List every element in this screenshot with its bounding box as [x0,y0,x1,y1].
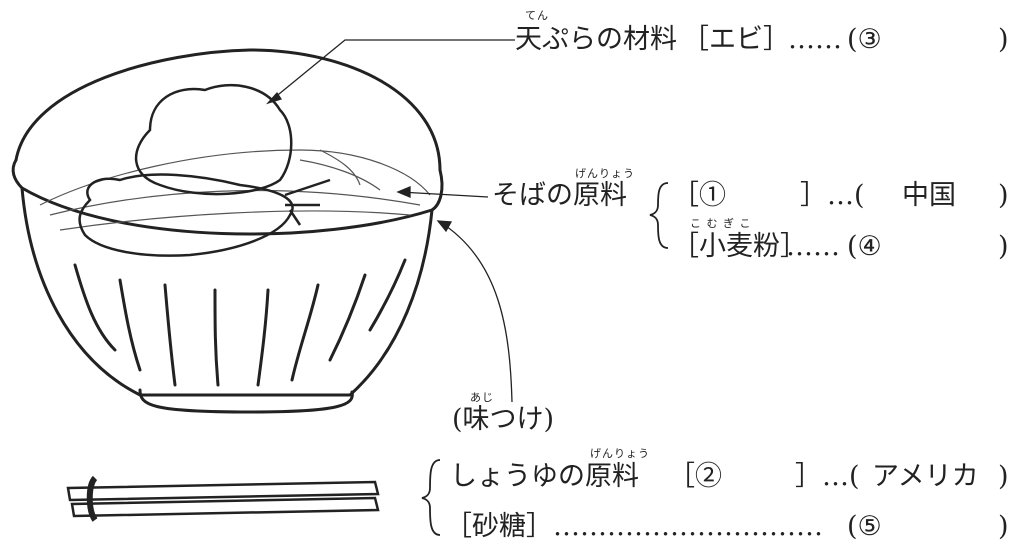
soba-bracket-end-1: ］…( [800,180,865,211]
sugar-dots: ………………………… [553,511,823,542]
soy-ruby: げんりょう [590,447,650,460]
soba-label: そばの原料 [492,180,627,211]
tempura-bottom [78,173,294,257]
soba-item-2: ［小麦粉］ [672,231,807,262]
seasoning-leader [439,221,513,403]
soba-close-1: ) [998,180,1009,211]
tempura-top [134,83,293,196]
flour-ruby: こ む ぎ こ [690,217,752,230]
soy-close: ) [998,461,1009,492]
soba-brace [649,182,669,249]
tempura-leader [267,39,515,104]
soba-dots-2: …… [786,231,840,262]
soy-item: ［② [668,461,722,492]
seasoning-ruby: あじ [470,391,494,404]
soba-leader [399,191,489,198]
sugar-item: ［砂糖］ [445,511,553,542]
soy-label: しょうゆの原料 [450,461,639,492]
soy-brace [421,459,441,536]
seasoning-label: (味つけ) [452,404,555,435]
soba-ruby: げんりょう [575,167,635,180]
bowl-rim [14,48,442,172]
chopsticks [66,480,380,502]
tempura-ruby: てん [525,9,549,22]
tempura-item: ［エビ］ [682,24,790,55]
bowl-foot [138,388,354,414]
answer-close-3: ) [998,24,1009,55]
soy-country: アメリカ [872,461,979,492]
soy-bracket-end: ］…( [795,461,860,492]
soba-country: 中国 [902,180,956,211]
answer-blank-4: (④ [847,231,882,262]
answer-blank-3: (③ [847,24,882,55]
tempura-dots: …… [788,24,842,55]
tempura-label: 天ぷらの材料 [515,24,677,55]
soba-item-1: ［① [672,180,726,211]
answer-close-4: ) [998,231,1009,262]
answer-blank-5: (⑤ [847,511,882,542]
answer-close-5: ) [998,511,1009,542]
